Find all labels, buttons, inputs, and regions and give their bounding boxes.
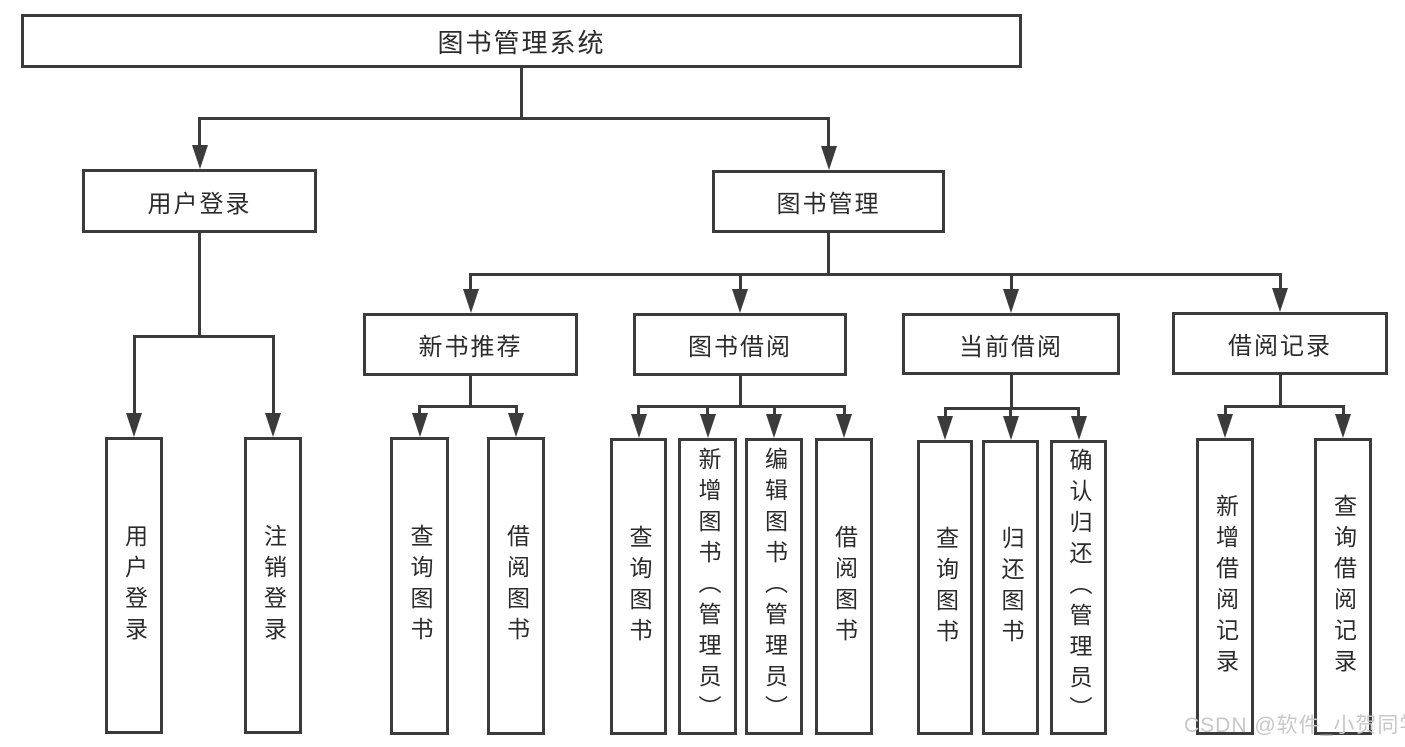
edge-stem xyxy=(738,376,742,408)
edge-drop xyxy=(1077,407,1080,420)
node-cb-confirm: 确认归还（管理员） xyxy=(1050,440,1107,735)
node-logout: 注销登录 xyxy=(244,437,302,734)
edge-stem xyxy=(469,376,472,408)
edge-drop xyxy=(469,273,472,293)
edge-drop xyxy=(1223,405,1227,418)
edge-bus xyxy=(198,117,830,120)
node-label: 确认归还（管理员） xyxy=(1066,448,1092,727)
node-book-mgmt: 图书管理 xyxy=(712,170,945,233)
node-label: 图书管理系统 xyxy=(437,27,606,58)
node-br-add: 新增借阅记录 xyxy=(1196,438,1254,735)
edge-stem xyxy=(198,233,201,338)
edge-drop xyxy=(842,405,846,418)
arrowhead-down-icon xyxy=(699,414,716,438)
arrowhead-down-icon xyxy=(1335,414,1351,438)
arrowhead-down-icon xyxy=(411,413,428,437)
edge-bus xyxy=(1223,405,1345,408)
edge-bus xyxy=(418,405,518,408)
node-book-borrow: 图书借阅 xyxy=(633,313,847,376)
node-label: 新增借阅记录 xyxy=(1212,493,1239,680)
arrowhead-down-icon xyxy=(462,289,479,313)
node-label: 借阅记录 xyxy=(1228,333,1332,360)
node-nbr-query: 查询图书 xyxy=(390,437,449,735)
edge-drop xyxy=(706,405,709,418)
edge-drop xyxy=(198,117,201,149)
edge-drop xyxy=(1009,273,1013,293)
edge-drop xyxy=(772,405,776,418)
edge-stem xyxy=(520,68,523,120)
node-borrow-records: 借阅记录 xyxy=(1172,312,1388,375)
node-bb-query: 查询图书 xyxy=(610,438,667,735)
node-cb-return: 归还图书 xyxy=(982,440,1039,735)
edge-drop xyxy=(943,407,947,420)
arrowhead-down-icon xyxy=(766,414,782,438)
edge-bus xyxy=(469,273,1282,276)
arrowhead-down-icon xyxy=(1272,288,1288,312)
arrowhead-down-icon xyxy=(1217,414,1233,438)
node-label: 查询借阅记录 xyxy=(1330,493,1357,680)
edge-drop xyxy=(1341,405,1345,418)
arrowhead-down-icon xyxy=(836,414,852,438)
node-label: 新书推荐 xyxy=(418,334,523,361)
node-label: 当前借阅 xyxy=(959,333,1063,361)
edge-drop xyxy=(132,335,136,417)
node-bb-add: 新增图书（管理员） xyxy=(678,438,737,735)
edge-drop xyxy=(418,405,421,417)
node-label: 查询图书 xyxy=(932,525,959,650)
watermark: CSDN @软件_小贺同学 xyxy=(1184,714,1405,737)
node-label: 图书借阅 xyxy=(688,334,792,361)
edge-stem xyxy=(1278,375,1282,408)
node-label: 借阅图书 xyxy=(831,524,858,649)
edge-drop xyxy=(827,117,830,150)
node-label: 注销登录 xyxy=(260,523,287,648)
edge-stem xyxy=(1009,375,1013,410)
node-label: 借阅图书 xyxy=(503,524,530,648)
arrowhead-down-icon xyxy=(126,413,142,437)
edge-drop xyxy=(738,273,742,293)
arrowhead-down-icon xyxy=(937,416,953,440)
node-bb-borrow: 借阅图书 xyxy=(815,438,873,735)
arrowhead-down-icon xyxy=(1003,289,1019,313)
node-bb-edit: 编辑图书（管理员） xyxy=(745,438,803,735)
arrowhead-down-icon xyxy=(820,146,837,170)
node-current-borrow: 当前借阅 xyxy=(902,313,1120,375)
node-login: 用户登录 xyxy=(105,437,163,734)
arrowhead-down-icon xyxy=(265,413,281,437)
edge-bus xyxy=(132,335,275,338)
edge-drop xyxy=(271,335,275,417)
arrowhead-down-icon xyxy=(1070,416,1087,440)
node-label: 查询图书 xyxy=(407,524,433,648)
arrowhead-down-icon xyxy=(191,145,208,169)
node-user-login: 用户登录 xyxy=(82,169,317,233)
node-label: 归还图书 xyxy=(998,525,1024,650)
node-cb-query: 查询图书 xyxy=(917,440,973,735)
node-label: 编辑图书（管理员） xyxy=(761,447,788,726)
node-new-book-rec: 新书推荐 xyxy=(363,313,578,376)
node-label: 新增图书（管理员） xyxy=(695,447,721,726)
edge-drop xyxy=(1009,407,1012,420)
arrowhead-down-icon xyxy=(630,414,647,438)
node-root: 图书管理系统 xyxy=(21,14,1022,68)
arrowhead-down-icon xyxy=(732,289,748,313)
edge-drop xyxy=(1278,273,1282,292)
node-br-query: 查询借阅记录 xyxy=(1314,438,1372,735)
edge-bus xyxy=(637,405,846,408)
node-label: 用户登录 xyxy=(147,190,252,218)
node-label: 图书管理 xyxy=(776,191,881,218)
edge-stem xyxy=(827,233,830,276)
node-label: 查询图书 xyxy=(626,524,652,649)
node-label: 用户登录 xyxy=(121,523,148,648)
edge-drop xyxy=(514,405,518,417)
node-nbr-borrow: 借阅图书 xyxy=(487,437,545,735)
arrowhead-down-icon xyxy=(1002,416,1019,440)
arrowhead-down-icon xyxy=(508,413,524,437)
edge-drop xyxy=(637,405,640,418)
